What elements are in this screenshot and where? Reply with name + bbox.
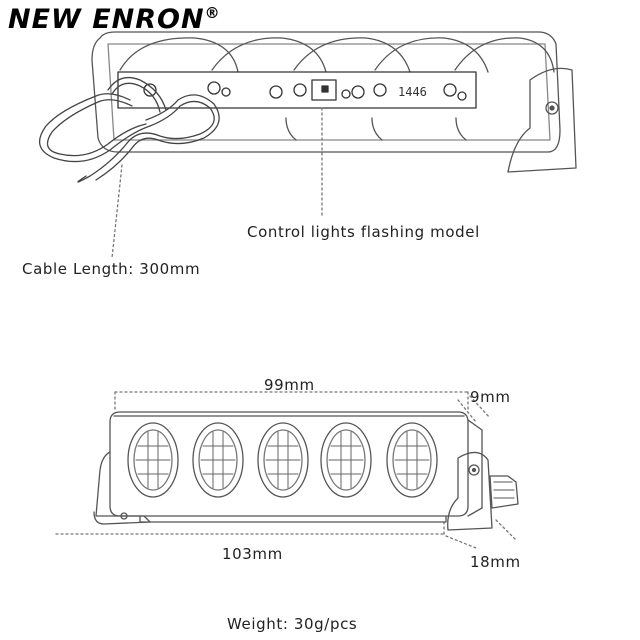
leader-lines — [111, 107, 323, 259]
cable-bundle — [38, 76, 220, 183]
front-lamps — [127, 422, 438, 498]
weight-label: Weight: 30g/pcs — [227, 615, 358, 633]
annotation-cable-length: Cable Length: 300mm — [22, 260, 201, 278]
pcb-text: 1446 — [398, 85, 427, 99]
registered-mark: ® — [204, 4, 221, 22]
dimension-depth: 9mm — [470, 388, 511, 406]
annotation-control-lights: Control lights flashing model — [247, 223, 480, 241]
dimension-mount-width: 18mm — [470, 553, 521, 571]
brand-name: NEW ENRON — [8, 4, 205, 35]
front-light-bar — [55, 391, 519, 549]
dimension-width-inner: 99mm — [264, 376, 315, 394]
top-light-bar-back — [91, 31, 577, 173]
dimension-width-outer: 103mm — [222, 545, 283, 563]
brand-logo: NEW ENRON® — [8, 4, 221, 35]
